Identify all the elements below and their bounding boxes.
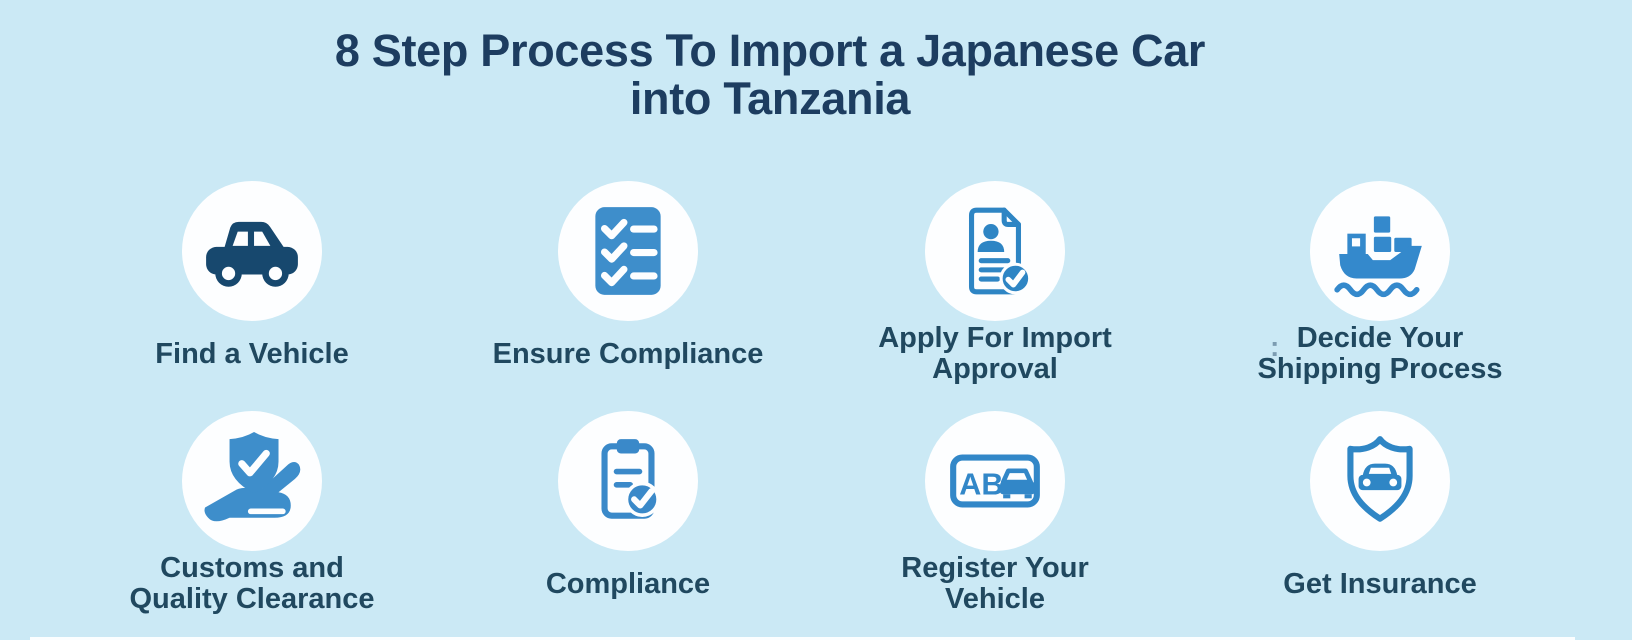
bottom-white-strip <box>30 637 1575 640</box>
step-label: Compliance <box>545 567 711 600</box>
step-label: Register Your Vehicle <box>901 552 1089 615</box>
step-label: Apply For Import Approval <box>878 322 1112 385</box>
title-line-1: 8 Step Process To Import a Japanese Car <box>334 25 1206 76</box>
checklist-icon <box>595 207 661 295</box>
cargo-ship-icon <box>1334 216 1422 298</box>
step-circle <box>558 411 698 551</box>
stray-colon-mark: : <box>1270 331 1280 362</box>
title-line-2: into Tanzania <box>629 73 911 124</box>
infographic-title: 8 Step Process To Import a Japanese Car … <box>0 27 1540 123</box>
shield-in-hand-icon <box>204 432 301 522</box>
license-plate-icon: AB <box>950 454 1040 508</box>
step-label: Ensure Compliance <box>492 337 764 370</box>
step-label: Decide Your Shipping Process <box>1257 322 1503 385</box>
import-approval-document-icon <box>968 207 1032 295</box>
car-icon <box>206 221 298 287</box>
step-circle <box>182 411 322 551</box>
step-label: Get Insurance <box>1283 567 1477 600</box>
step-circle <box>1310 181 1450 321</box>
step-label: Find a Vehicle <box>155 337 349 370</box>
step-circle <box>1310 411 1450 551</box>
clipboard-check-icon <box>601 439 660 519</box>
step-label: Customs and Quality Clearance <box>129 552 375 615</box>
car-insurance-shield-icon <box>1347 436 1413 522</box>
step-circle <box>925 181 1065 321</box>
step-circle <box>182 181 322 321</box>
step-circle: AB <box>925 411 1065 551</box>
step-circle <box>558 181 698 321</box>
plate-text: AB <box>959 467 1003 501</box>
